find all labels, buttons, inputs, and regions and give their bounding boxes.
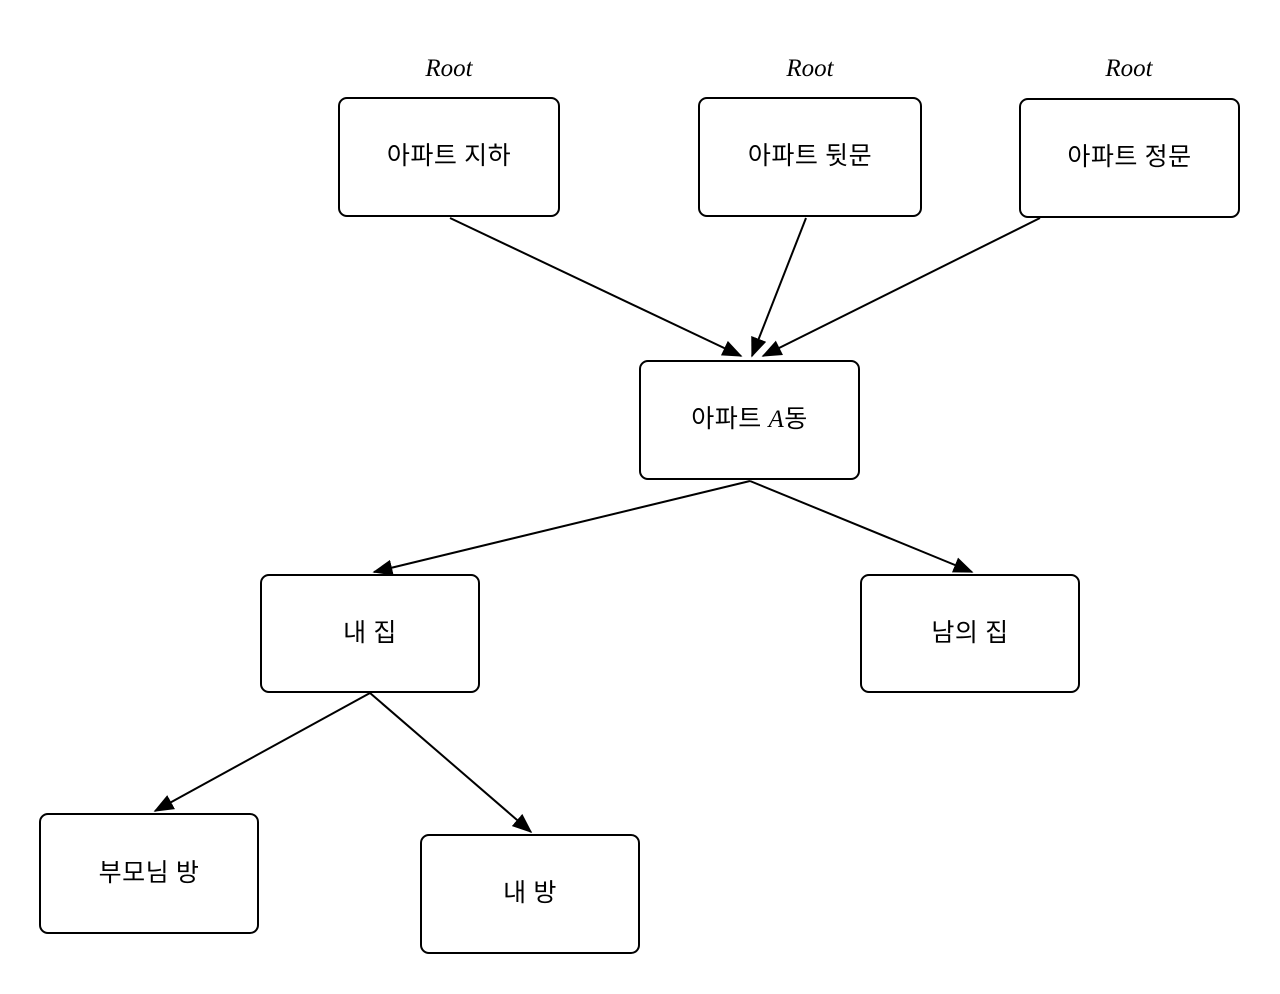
edge-my-house-to-parents-room xyxy=(153,692,371,812)
root-tag-basement: Root xyxy=(425,55,473,82)
node-building-a[interactable]: 아파트 A동 xyxy=(639,360,860,480)
node-label-emphasis-building-a: A xyxy=(768,406,785,434)
edge-building-a-to-other-house xyxy=(749,480,974,573)
node-frontdoor[interactable]: 아파트 정문 xyxy=(1019,98,1240,218)
node-parents-room[interactable]: 부모님 방 xyxy=(39,813,259,934)
node-label-other-house: 남의 집 xyxy=(931,619,1009,647)
edge-frontdoor-to-building-a xyxy=(761,217,1041,357)
node-label-my-house: 내 집 xyxy=(343,619,397,647)
node-my-room[interactable]: 내 방 xyxy=(420,834,640,954)
node-label-building-a: 아파트 A동 xyxy=(691,406,808,434)
node-label-frontdoor: 아파트 정문 xyxy=(1067,144,1192,172)
node-other-house[interactable]: 남의 집 xyxy=(860,574,1080,693)
edge-my-house-to-my-room xyxy=(369,692,533,834)
edge-backdoor-to-building-a xyxy=(751,217,807,358)
edges xyxy=(153,217,1041,834)
node-basement[interactable]: 아파트 지하 xyxy=(338,97,560,217)
node-backdoor[interactable]: 아파트 뒷문 xyxy=(698,97,922,217)
root-tag-frontdoor: Root xyxy=(1105,55,1153,82)
node-label-parents-room: 부모님 방 xyxy=(98,859,200,887)
node-label-backdoor: 아파트 뒷문 xyxy=(747,143,873,171)
node-label-my-room: 내 방 xyxy=(503,880,557,908)
edge-basement-to-building-a xyxy=(449,217,743,357)
edge-building-a-to-my-house xyxy=(372,480,751,576)
node-my-house[interactable]: 내 집 xyxy=(260,574,480,693)
root-tag-backdoor: Root xyxy=(786,55,834,82)
node-label-basement: 아파트 지하 xyxy=(386,143,512,171)
